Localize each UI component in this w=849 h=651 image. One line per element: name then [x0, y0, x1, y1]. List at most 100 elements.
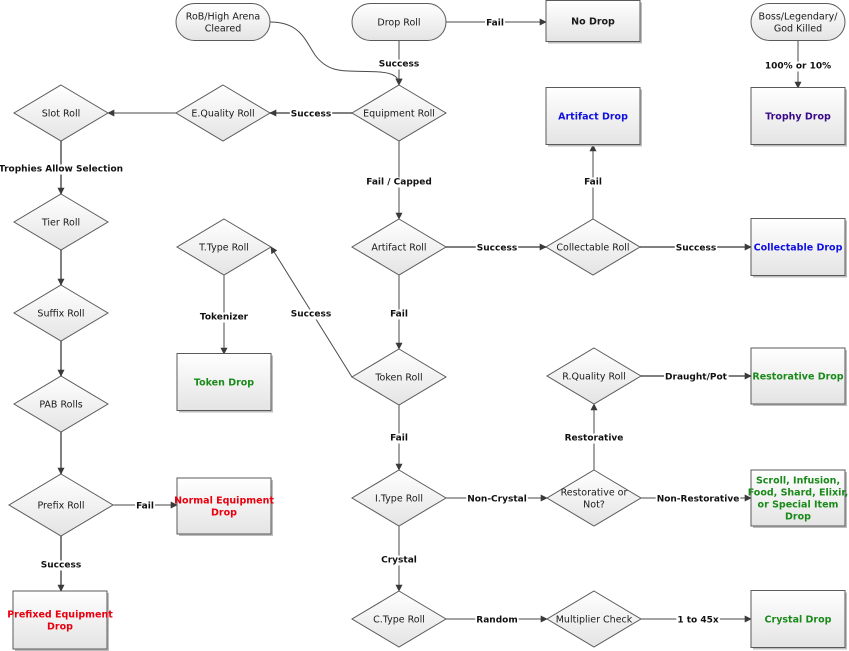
edge-label: Random [475, 615, 519, 626]
edge-label-text: 1 to 45x [677, 616, 719, 626]
edge-label-text: Fail / Capped [366, 178, 432, 188]
node-label: Restorative Drop [752, 372, 843, 383]
node-label: T.Type Roll [198, 243, 249, 254]
terminator-shape [750, 3, 846, 41]
edge-label-text: Fail [486, 19, 504, 29]
node-label: RoB/High Arena [186, 12, 260, 23]
terminator-shape [175, 3, 271, 41]
process-box [750, 347, 846, 405]
edge-label: 100% or 10% [763, 61, 833, 72]
edge-label-background [289, 109, 333, 120]
node-misc-item-drop: Scroll, Infusion,Food, Shard, Elixir,or … [748, 469, 848, 528]
process-box [750, 218, 846, 276]
node-label: Scroll, Infusion, [756, 476, 840, 487]
node-collectable-roll: Collectable Roll [545, 218, 641, 276]
edge-label-background [198, 312, 250, 323]
edge-label-text: Success [379, 60, 419, 70]
edge-label: Fail [389, 433, 409, 444]
edge-label-background [365, 177, 433, 188]
edge-label-text: Non-Restorative [657, 495, 740, 505]
node-label: or Special Item [758, 500, 839, 511]
decision-diamond [13, 193, 109, 251]
node-label: R.Quality Roll [562, 372, 626, 383]
edge-label-background [583, 177, 603, 188]
node-suffix-roll: Suffix Roll [13, 284, 109, 342]
decision-diamond [546, 590, 642, 648]
node-label: Suffix Roll [37, 309, 84, 320]
edge-label-background [135, 501, 155, 512]
edge-label-background [289, 309, 333, 320]
node-label: Collectable Roll [556, 243, 629, 254]
node-label: Normal Equipment [174, 496, 274, 507]
edge-label: Success [289, 309, 333, 320]
node-label: Artifact Drop [558, 112, 628, 123]
edge-label: Fail [583, 177, 603, 188]
node-label: C.Type Roll [373, 615, 425, 626]
edge-label-background [377, 59, 421, 70]
node-e-quality-roll: E.Quality Roll [175, 84, 271, 142]
node-label: Collectable Drop [754, 243, 843, 254]
decision-diamond [546, 347, 642, 405]
node-c-type-roll: C.Type Roll [351, 590, 447, 648]
edge-label: Success [674, 243, 718, 254]
node-label: Drop [785, 512, 811, 523]
node-drop-roll: Drop Roll [351, 3, 447, 41]
node-artifact-roll: Artifact Roll [351, 218, 447, 276]
node-label: Crystal Drop [765, 615, 832, 626]
node-label: Prefix Roll [38, 501, 85, 512]
node-label: I.Type Roll [375, 494, 423, 505]
process-box [750, 469, 846, 527]
edge-label-text: Success [291, 310, 331, 320]
process-box [545, 0, 641, 42]
decision-diamond [546, 469, 642, 527]
edge-label: Success [377, 59, 421, 70]
terminator-shape [351, 3, 447, 41]
edge-label-background [674, 243, 718, 254]
edge-label-background [475, 615, 519, 626]
node-label: Not? [583, 500, 605, 511]
edge-label-text: Fail [390, 434, 408, 444]
edge-label-text: Trophies Allow Selection [0, 165, 123, 175]
edge-label-text: Restorative [565, 434, 624, 444]
edge-label: Crystal [380, 555, 418, 566]
edge-label: Non-Restorative [655, 494, 741, 505]
process-box [750, 87, 846, 145]
edge-label-text: Draught/Pot [665, 373, 728, 383]
edge-label-background [466, 494, 528, 505]
node-label: Tier Roll [41, 218, 80, 229]
node-label: Drop [47, 622, 73, 633]
edge-rob-high-arena-to-equipment-roll [269, 21, 403, 86]
node-token-roll: Token Roll [351, 348, 447, 406]
node-label: Slot Roll [42, 109, 81, 120]
decision-diamond [545, 218, 641, 276]
edge-label-background [0, 164, 125, 175]
node-equipment-roll: Equipment Roll [351, 84, 447, 142]
process-box [545, 87, 641, 145]
node-label: Token Drop [194, 378, 254, 389]
edge-label-text: Crystal [381, 556, 417, 566]
node-label: E.Quality Roll [191, 109, 254, 120]
node-label: Trophy Drop [765, 112, 831, 123]
node-label: Restorative or [561, 488, 628, 499]
edge-label: Fail [135, 501, 155, 512]
node-prefix-roll: Prefix Roll [8, 473, 114, 537]
edge-label-text: Fail [584, 178, 602, 188]
node-label: Artifact Roll [371, 243, 426, 254]
node-label: Drop Roll [377, 18, 420, 29]
node-label: Equipment Roll [363, 109, 435, 120]
edge-label: Fail [389, 309, 409, 320]
edge-label-text: Success [676, 244, 716, 254]
edge-label-background [655, 494, 741, 505]
decision-diamond [351, 348, 447, 406]
edge-label-background [563, 433, 625, 444]
edge-label-text: Non-Crystal [467, 495, 527, 505]
node-tier-roll: Tier Roll [13, 193, 109, 251]
edge-label-text: Fail [136, 502, 154, 512]
decision-diamond [13, 284, 109, 342]
edge-label-text: Success [291, 110, 331, 120]
